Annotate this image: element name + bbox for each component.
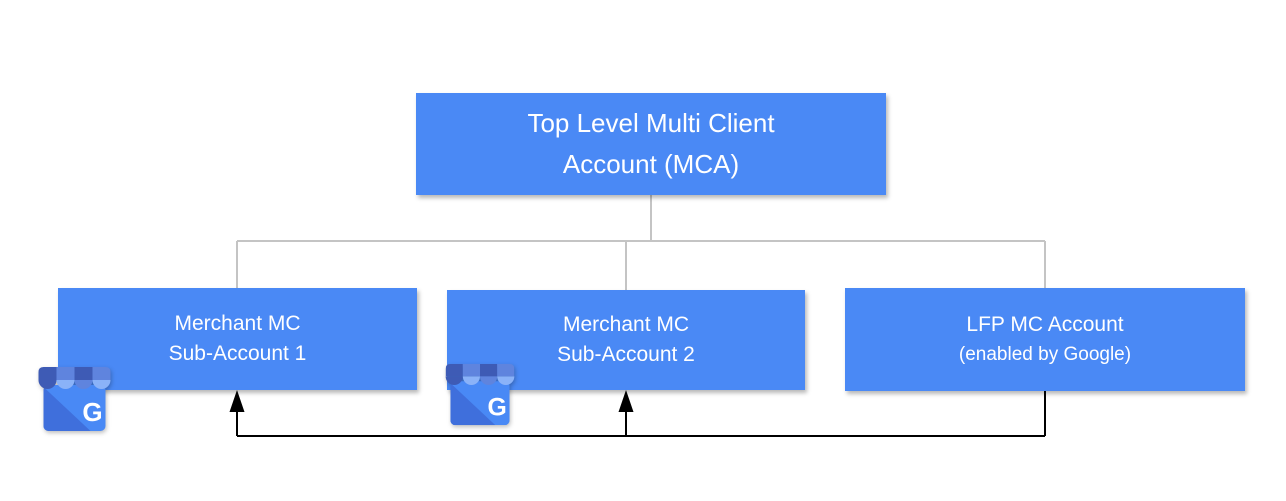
node-label-line2: Sub-Account 1: [168, 342, 307, 365]
node-label-line1: Merchant MC: [562, 313, 690, 336]
node-label-line1: Top Level Multi Client: [527, 108, 775, 138]
node-label-line1: LFP MC Account: [966, 312, 1124, 336]
tree-connector-lines: [236, 195, 1046, 290]
node-merchant-sub-account-1: Merchant MC Sub-Account 1: [58, 288, 417, 390]
node-label-line2: Sub-Account 2: [557, 343, 695, 366]
node-label-line1: Merchant MC: [174, 312, 301, 335]
google-business-storefront-icon: G: [38, 367, 111, 431]
flow-arrowheads: [229, 390, 634, 412]
storefront-awning-bar: [38, 367, 111, 380]
node-lfp-mc-account: LFP MC Account (enabled by Google): [845, 288, 1245, 391]
storefront-body: [43, 385, 106, 431]
google-g-letter: G: [82, 397, 102, 427]
google-business-storefront-icon: G: [445, 364, 515, 426]
storefront-body: [450, 381, 510, 426]
storefront-awning-bar: [445, 364, 515, 377]
storefront-awning-scallops: [445, 376, 515, 385]
google-g-letter: G: [488, 395, 507, 422]
node-top-level-mca: Top Level Multi Client Account (MCA): [416, 93, 886, 195]
storefront-awning-scallops: [38, 380, 111, 389]
flow-arrow-lines: [236, 391, 1046, 437]
arrowhead-sub1: [229, 390, 245, 412]
arrowhead-sub2: [618, 390, 634, 412]
node-label-line2: Account (MCA): [562, 149, 740, 179]
node-label-line2: (enabled by Google): [958, 343, 1132, 365]
